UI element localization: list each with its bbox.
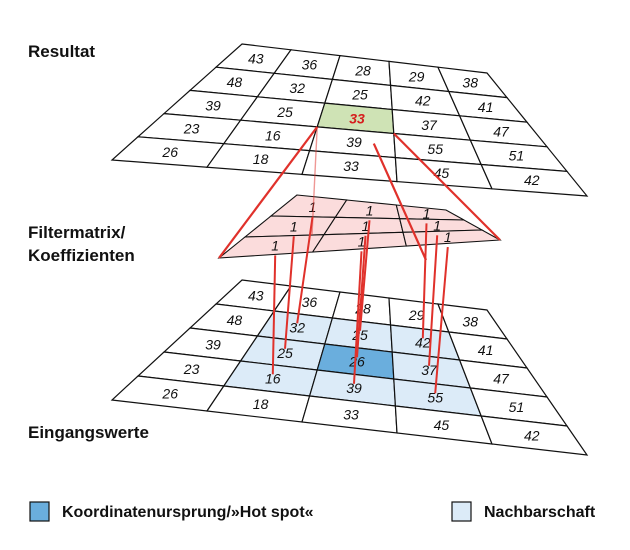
result-value: 42 [524,172,540,188]
result-value: 33 [343,158,359,174]
input-value: 26 [348,353,365,369]
input-label: Eingangswerte [28,423,149,442]
input-value: 45 [434,417,450,433]
input-value: 18 [253,396,269,412]
input-value: 23 [183,361,200,377]
input-value: 29 [408,307,425,323]
connector-line [296,216,314,324]
filter-label-line2: Koeffizienten [28,246,135,265]
result-value: 48 [227,74,243,90]
input-value: 26 [161,385,178,401]
result-value: 37 [421,117,438,133]
connector-line [311,126,318,236]
filter-value: 1 [423,205,431,221]
filter-value: 1 [433,217,441,233]
result-value: 39 [205,97,221,113]
result-cell [480,163,589,197]
input-value: 38 [462,313,478,329]
result-value: 29 [408,68,425,84]
hotspot-legend-swatch [29,501,50,522]
input-value: 42 [415,334,431,350]
result-value: 32 [289,80,305,96]
result-value: 45 [434,165,450,181]
connector-line [353,251,363,384]
connector-line [428,235,439,366]
result-value: 26 [161,144,178,160]
filter-value: 1 [271,237,279,253]
result-value: 51 [509,148,525,164]
connector-lines [218,126,501,394]
result-label: Resultat [28,42,95,61]
input-value: 32 [289,319,305,335]
connector-line [284,236,295,349]
result-value: 28 [354,63,371,79]
result-value: 25 [276,104,293,120]
neighborhood-legend-swatch [451,501,472,522]
filter-value: 1 [290,218,298,234]
hotspot-legend-label: Koordinatenursprung/»Hot spot« [62,504,314,521]
result-value: 42 [415,93,431,109]
result-value: 55 [427,141,443,157]
filter-value: 1 [362,218,370,234]
input-value: 47 [493,370,510,386]
input-value: 41 [478,342,494,358]
input-value: 16 [265,370,281,386]
neighborhood-legend-label: Nachbarschaft [484,504,596,521]
connector-line [434,247,449,394]
input-value: 39 [346,380,362,396]
filter-value: 1 [444,229,452,245]
result-value: 16 [265,127,281,143]
input-value: 36 [302,294,318,310]
result-grid: 43 36 28 29 38 48 32 25 42 41 39 25 33 37 47 23 16 39 55 51… [110,43,589,197]
result-value: 43 [248,51,264,67]
filter-value: 1 [358,233,366,249]
input-value: 42 [524,427,540,443]
input-value: 25 [351,327,368,343]
filter-label-line1: Filtermatrix/ [28,223,126,242]
connector-line [421,223,428,339]
input-value: 39 [205,336,221,352]
result-value: 38 [462,74,478,90]
result-value: 41 [478,99,494,115]
result-value: 47 [493,123,510,139]
input-cell [480,415,589,456]
result-value: 23 [183,121,200,137]
connector-line [359,220,371,331]
filter-value: 1 [366,202,374,218]
input-value: 55 [427,389,443,405]
result-value: 36 [302,57,318,73]
filter-value: 1 [309,199,317,215]
connector-line [393,132,501,241]
input-value: 51 [509,399,525,415]
result-value: 18 [253,151,269,167]
result-value: 25 [351,86,368,102]
input-value: 48 [227,312,243,328]
result-value: 33 [349,110,365,126]
input-value: 25 [276,345,293,361]
connector-line [218,126,319,259]
connector-line [372,143,428,261]
result-value: 39 [346,134,362,150]
connector-line [356,235,367,358]
input-value: 43 [248,287,264,303]
connector-line [271,255,277,375]
input-value: 33 [343,406,359,422]
input-value: 37 [421,362,438,378]
